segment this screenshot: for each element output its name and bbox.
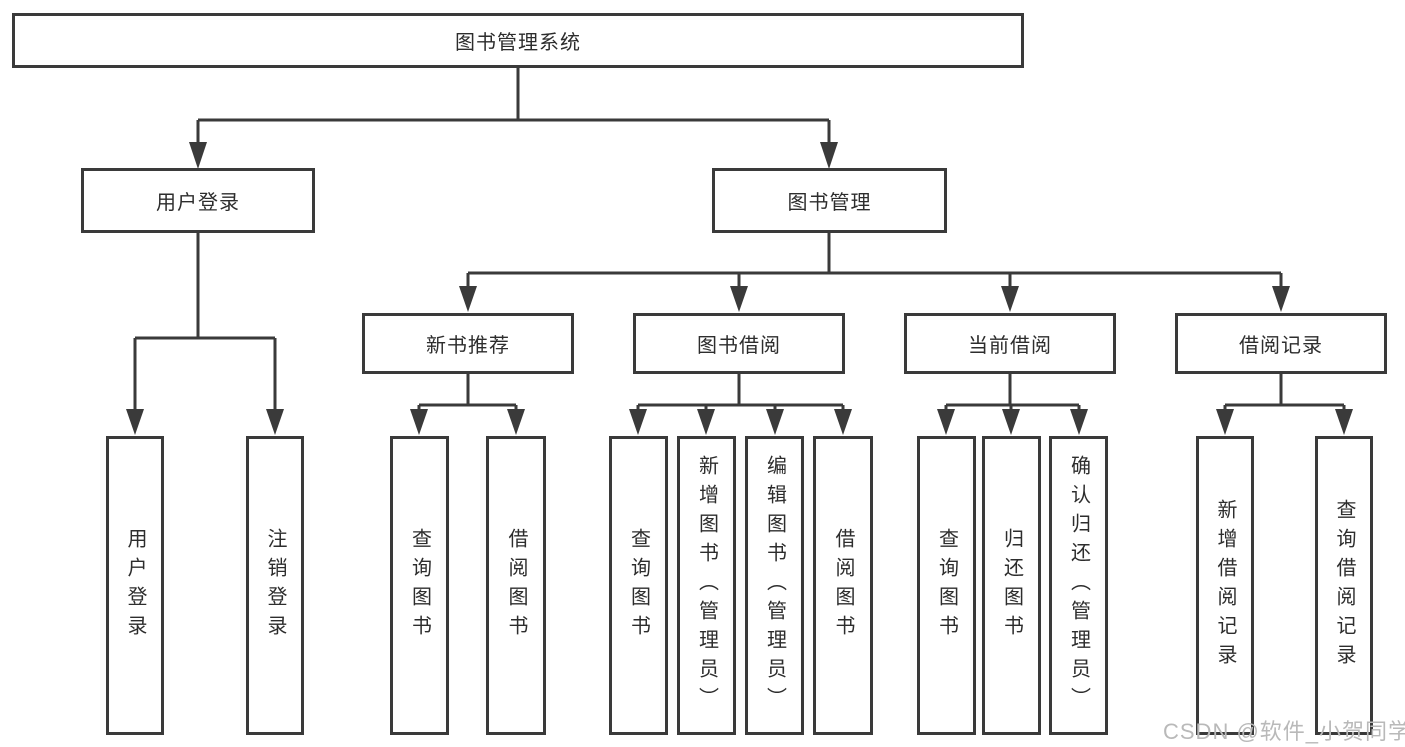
node-borrowing-records: 借阅记录 [1175,313,1387,374]
arrow-icon [1216,409,1234,435]
node-label: 用户登录 [156,192,240,214]
node-new-book-recommendation: 新书推荐 [362,313,574,374]
arrow-icon [410,409,428,435]
node-label: 查询图书 [627,527,650,644]
node-library-management-system: 图书管理系统 [12,13,1024,68]
node-label: 新增借阅记录 [1214,498,1236,673]
arrow-icon [766,409,784,435]
node-label: 查询图书 [408,527,431,644]
node-label: 用户登录 [124,527,146,644]
node-confirm-return-admin: 确认归还（管理员） [1049,436,1108,735]
node-return-books: 归还图书 [982,436,1041,735]
node-borrow-books-recommend: 借阅图书 [486,436,546,735]
node-edit-book-admin: 编辑图书（管理员） [745,436,804,735]
arrow-icon [820,142,838,169]
node-label: 借阅记录 [1239,335,1323,357]
node-borrow-books: 借阅图书 [813,436,873,735]
arrow-icon [1272,286,1290,312]
node-current-borrowing: 当前借阅 [904,313,1116,374]
arrow-icon [629,409,647,435]
node-label: 注销登录 [264,527,286,644]
node-add-borrow-record: 新增借阅记录 [1196,436,1254,735]
arrow-icon [507,409,525,435]
node-label: 查询图书 [935,527,958,644]
arrow-icon [126,409,144,435]
node-book-borrowing: 图书借阅 [633,313,845,374]
node-label: 图书借阅 [697,335,781,357]
node-query-books-borrow: 查询图书 [609,436,668,735]
arrow-icon [1335,409,1353,435]
node-label: 图书管理 [787,192,872,214]
node-query-borrow-record: 查询借阅记录 [1315,436,1373,735]
arrow-icon [937,409,955,435]
node-label: 新增图书（管理员） [695,455,718,716]
arrow-icon [730,286,748,312]
arrow-icon [1070,409,1088,435]
arrow-icon [1001,286,1019,312]
node-label: 新书推荐 [426,335,510,357]
node-label: 编辑图书（管理员） [763,455,786,716]
node-book-management: 图书管理 [712,168,947,233]
arrow-icon [1002,409,1020,435]
arrow-icon [459,286,477,312]
arrow-icon [834,409,852,435]
arrow-icon [189,142,207,169]
node-label: 借阅图书 [832,527,854,644]
node-query-books-recommend: 查询图书 [390,436,449,735]
node-query-books-current: 查询图书 [917,436,976,735]
arrow-icon [266,409,284,435]
node-label: 确认归还（管理员） [1067,455,1090,716]
node-user-login-leaf: 用户登录 [106,436,164,735]
node-user-login-branch: 用户登录 [81,168,315,233]
node-logout: 注销登录 [246,436,304,735]
node-label: 图书管理系统 [455,32,581,54]
node-label: 当前借阅 [968,335,1052,357]
node-label: 归还图书 [1000,527,1023,644]
csdn-watermark: CSDN @软件_小贺同学 [1163,719,1405,744]
arrow-icon [697,409,715,435]
node-label: 借阅图书 [505,527,527,644]
node-label: 查询借阅记录 [1333,498,1355,673]
node-add-book-admin: 新增图书（管理员） [677,436,736,735]
